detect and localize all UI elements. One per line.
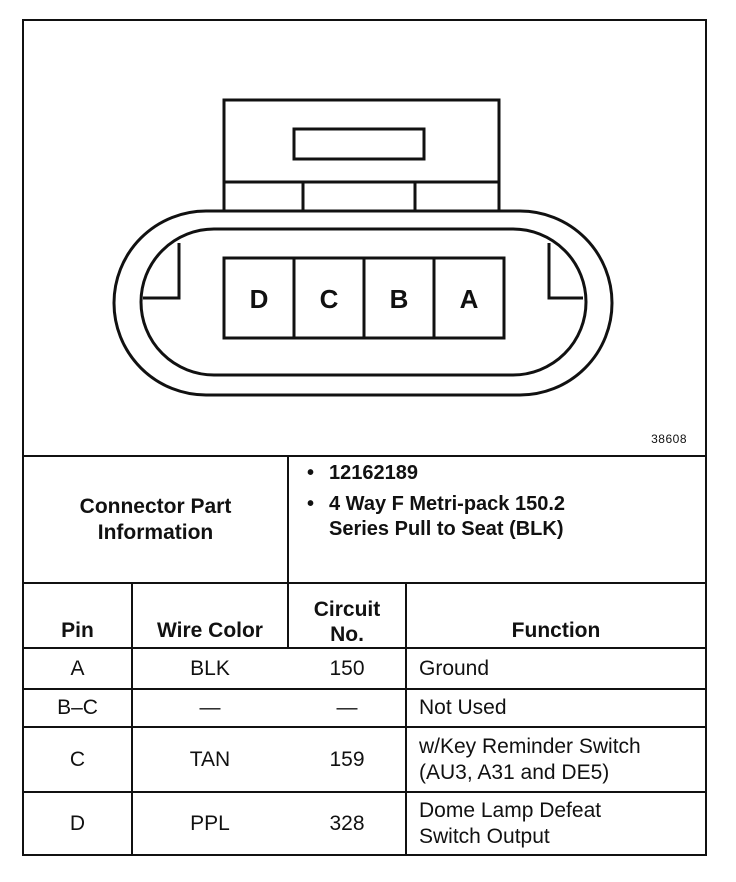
divider — [24, 582, 705, 584]
divider — [24, 688, 705, 690]
left-key — [143, 243, 181, 300]
header-circuit-no: Circuit No. — [313, 597, 381, 646]
row-pin: C — [69, 747, 86, 771]
pin-label-c: C — [320, 284, 339, 314]
row-wire-color: PPL — [190, 811, 230, 835]
header-wire-color: Wire Color — [157, 618, 263, 642]
row-pin: B–C — [57, 696, 98, 720]
divider — [24, 726, 705, 728]
connector-info-bullets: •12162189 •4 Way F Metri-pack 150.2 Seri… — [307, 461, 677, 548]
row-wire-color: BLK — [190, 656, 230, 680]
row-pin: D — [69, 811, 86, 835]
row-wire-color: TAN — [189, 747, 231, 771]
pin-label-d: D — [250, 284, 269, 314]
header-pin: Pin — [61, 618, 94, 642]
row-circuit: 328 — [329, 811, 365, 835]
connector-inner — [139, 227, 588, 377]
row-pin: A — [70, 656, 85, 680]
bullet-item: •4 Way F Metri-pack 150.2 Series Pull to… — [307, 492, 677, 541]
connector-frame: D C B A 38608 Connector Part Information… — [22, 19, 707, 856]
row-function: Ground — [419, 656, 490, 680]
divider — [24, 455, 705, 457]
right-key — [547, 243, 583, 300]
divider — [405, 584, 407, 856]
part-description: 4 Way F Metri-pack 150.2 Series Pull to … — [329, 493, 566, 540]
bullet-item: •12162189 — [307, 462, 418, 484]
divider — [24, 647, 705, 649]
row-function: w/Key Reminder Switch (AU3, A31 and DE5) — [419, 735, 641, 784]
pin-label-b: B — [390, 284, 409, 314]
header-function: Function — [511, 618, 601, 642]
row-circuit: 150 — [329, 656, 365, 680]
connector-info-label: Connector Part Information — [79, 495, 232, 544]
row-circuit: 159 — [329, 747, 365, 771]
latch-slot — [292, 127, 426, 161]
divider — [24, 791, 705, 793]
row-wire-color: — — [199, 696, 221, 720]
connector-diagram: D C B A — [112, 98, 614, 397]
part-number: 12162189 — [329, 462, 418, 484]
latch-housing — [222, 98, 501, 214]
divider — [287, 457, 289, 647]
row-circuit: — — [336, 696, 358, 720]
row-function: Not Used — [419, 696, 507, 720]
pin-label-a: A — [460, 284, 479, 314]
pin-cavity-a — [432, 256, 506, 340]
row-function: Dome Lamp Defeat Switch Output — [419, 799, 602, 848]
figure-number: 38608 — [651, 432, 687, 446]
divider — [131, 584, 133, 856]
